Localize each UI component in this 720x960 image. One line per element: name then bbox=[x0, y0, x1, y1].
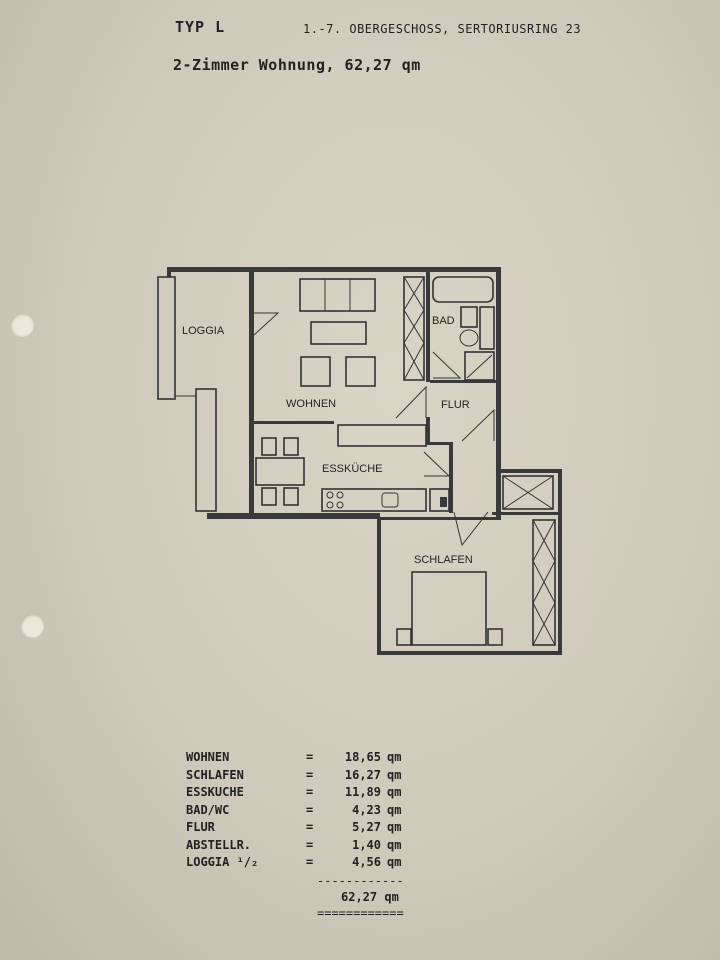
living-furniture bbox=[253, 276, 425, 387]
room-label-loggia: LOGGIA bbox=[182, 325, 225, 337]
apartment-subtitle: 2-Zimmer Wohnung, 62,27 qm bbox=[173, 56, 421, 74]
bathroom-fixtures bbox=[432, 276, 495, 381]
room-label-esskueche: ESSKÜCHE bbox=[322, 463, 383, 475]
floor-address-label: 1.-7. OBERGESCHOSS, SERTORIUSRING 23 bbox=[303, 22, 582, 36]
loggia-railing bbox=[157, 276, 217, 512]
punch-hole-top bbox=[10, 313, 34, 337]
sum-separator: ------------ bbox=[317, 874, 404, 888]
total-area: 62,27 qm bbox=[341, 890, 399, 904]
room-label-flur: FLUR bbox=[441, 399, 470, 411]
punch-hole-bottom bbox=[20, 614, 44, 638]
total-underline: ============ bbox=[317, 906, 404, 920]
type-label: TYP L bbox=[175, 18, 226, 36]
kitchen-furniture bbox=[255, 385, 451, 512]
hallway-elements bbox=[453, 408, 554, 547]
outer-walls bbox=[167, 267, 562, 655]
bedroom-furniture bbox=[396, 519, 556, 646]
room-label-bad: BAD bbox=[432, 315, 455, 327]
interior-walls bbox=[254, 272, 562, 520]
room-label-schlafen: SCHLAFEN bbox=[414, 554, 473, 566]
room-label-wohnen: WOHNEN bbox=[286, 398, 336, 410]
